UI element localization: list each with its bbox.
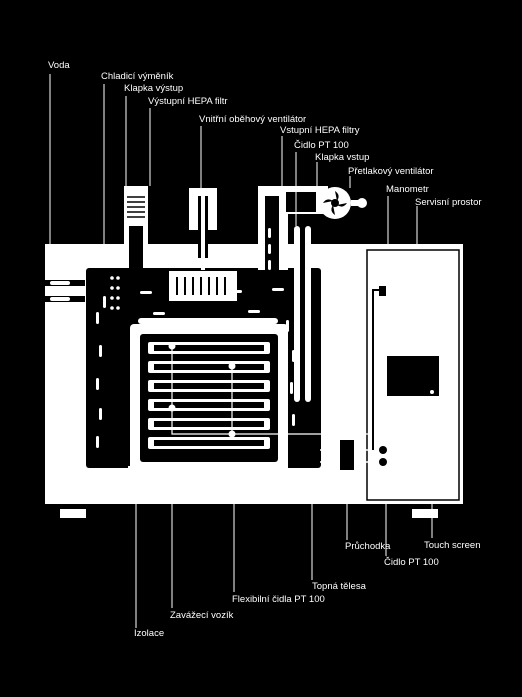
manometer-head	[379, 286, 386, 296]
water-connection	[45, 280, 85, 302]
heating-element-gap	[300, 232, 305, 394]
inlet-flap	[357, 198, 367, 208]
heating-element-left-tube	[294, 226, 300, 402]
cooling-exchanger-duct	[129, 226, 143, 268]
label-manometr: Manometr	[386, 184, 429, 195]
heating-element-right-tube	[305, 226, 311, 402]
label-cidlo-pt100-top: Čidlo PT 100	[294, 140, 349, 151]
manometer-tube	[372, 289, 381, 450]
flexible-pt100-sensors	[171, 346, 372, 435]
label-vnitrni-obehovy-ventilator: Vnitřní oběhový ventilátor	[199, 114, 306, 125]
label-voda: Voda	[48, 60, 70, 71]
pt100-connector-2	[379, 458, 387, 466]
label-touch-screen: Touch screen	[424, 540, 481, 551]
label-pruchodka: Průchodka	[345, 541, 391, 552]
inlet-hepa-filter	[286, 192, 316, 212]
outlet-hepa-filter-pleats	[176, 277, 226, 295]
label-topna-telesa: Topná tělesa	[312, 581, 367, 592]
label-vystupni-hepa-filtr: Výstupní HEPA filtr	[148, 96, 228, 107]
foot-left	[60, 509, 86, 518]
label-chladici-vymenik: Chladicí výměník	[101, 71, 174, 82]
overpressure-fan-blades	[323, 191, 347, 215]
touch-screen-led	[430, 390, 434, 394]
label-klapka-vystup: Klapka výstup	[124, 83, 183, 94]
label-vstupni-hepa-filtry: Vstupní HEPA filtry	[280, 125, 360, 136]
label-flexibilni-cidla: Flexibilní čidla PT 100	[232, 594, 325, 605]
sensor-points	[168, 342, 236, 438]
circulation-fan-shaft-core	[201, 196, 205, 270]
leader-lines	[49, 74, 433, 628]
label-klapka-vstup: Klapka vstup	[315, 152, 369, 163]
label-zavazeci-vozik: Zavážecí vozík	[170, 610, 234, 621]
inlet-duct-channel	[265, 196, 279, 270]
foot-right	[412, 509, 438, 518]
overpressure-fan-hub	[331, 199, 339, 207]
touch-screen	[387, 356, 439, 396]
label-izolace: Izolace	[134, 628, 164, 639]
trolley-handle	[138, 318, 278, 324]
label-cidlo-pt100-bottom: Čidlo PT 100	[384, 557, 439, 568]
cooling-exchanger-coil	[127, 196, 145, 218]
outlet-hepa-filter	[169, 271, 237, 301]
trolley-base	[128, 466, 288, 472]
label-pretlakovy-ventilator: Přetlakový ventilátor	[348, 166, 434, 177]
pt100-connector-1	[379, 446, 387, 454]
label-servisni-prostor: Servisní prostor	[415, 197, 482, 208]
air-intake-dots	[110, 276, 120, 310]
passthrough	[340, 440, 354, 470]
trolley-rack-gaps	[154, 345, 264, 446]
